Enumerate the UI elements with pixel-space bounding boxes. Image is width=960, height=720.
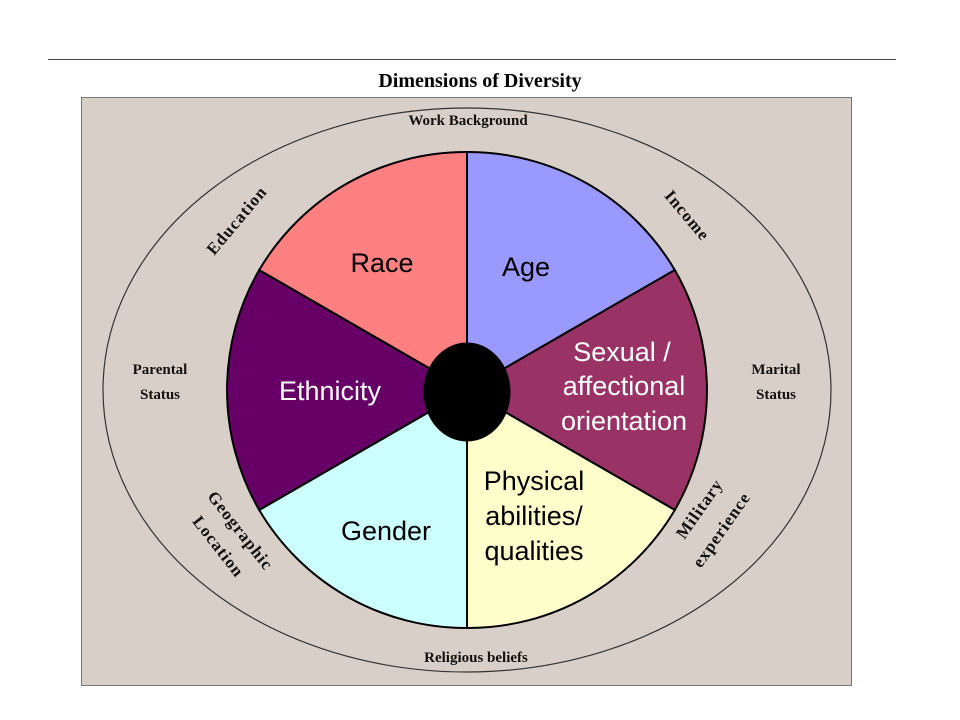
label-parental-1: Parental [133, 362, 188, 378]
label-sexual-3: orientation [561, 406, 687, 436]
label-education: Education [203, 182, 271, 258]
label-gender: Gender [341, 516, 431, 546]
label-physical-3: qualities [484, 536, 583, 566]
label-income: Income [661, 186, 714, 244]
label-work-background: Work Background [408, 113, 528, 129]
slice-race [257, 150, 468, 392]
label-sexual-1: Sexual / [573, 337, 671, 367]
slice-ethnicity [226, 268, 469, 512]
label-race: Race [350, 248, 413, 278]
page-title: Dimensions of Diversity [378, 70, 582, 92]
slice-sexual-orientation [465, 268, 708, 512]
label-parental-2: Status [140, 387, 180, 403]
label-age: Age [502, 252, 550, 282]
slice-age [466, 150, 677, 392]
label-marital-2: Status [756, 387, 796, 403]
outer-ring [102, 107, 832, 673]
slice-physical-abilities [466, 388, 677, 630]
header-rule [48, 59, 896, 60]
slice-gender [257, 388, 468, 630]
label-physical-2: abilities/ [485, 501, 583, 531]
label-sexual-2: affectional [563, 371, 686, 401]
inner-wheel [226, 150, 708, 630]
label-ethnicity: Ethnicity [279, 376, 382, 406]
label-marital-1: Marital [751, 362, 800, 378]
label-religious-beliefs: Religious beliefs [424, 650, 528, 666]
center-hub [423, 342, 511, 442]
label-physical-1: Physical [484, 466, 585, 496]
